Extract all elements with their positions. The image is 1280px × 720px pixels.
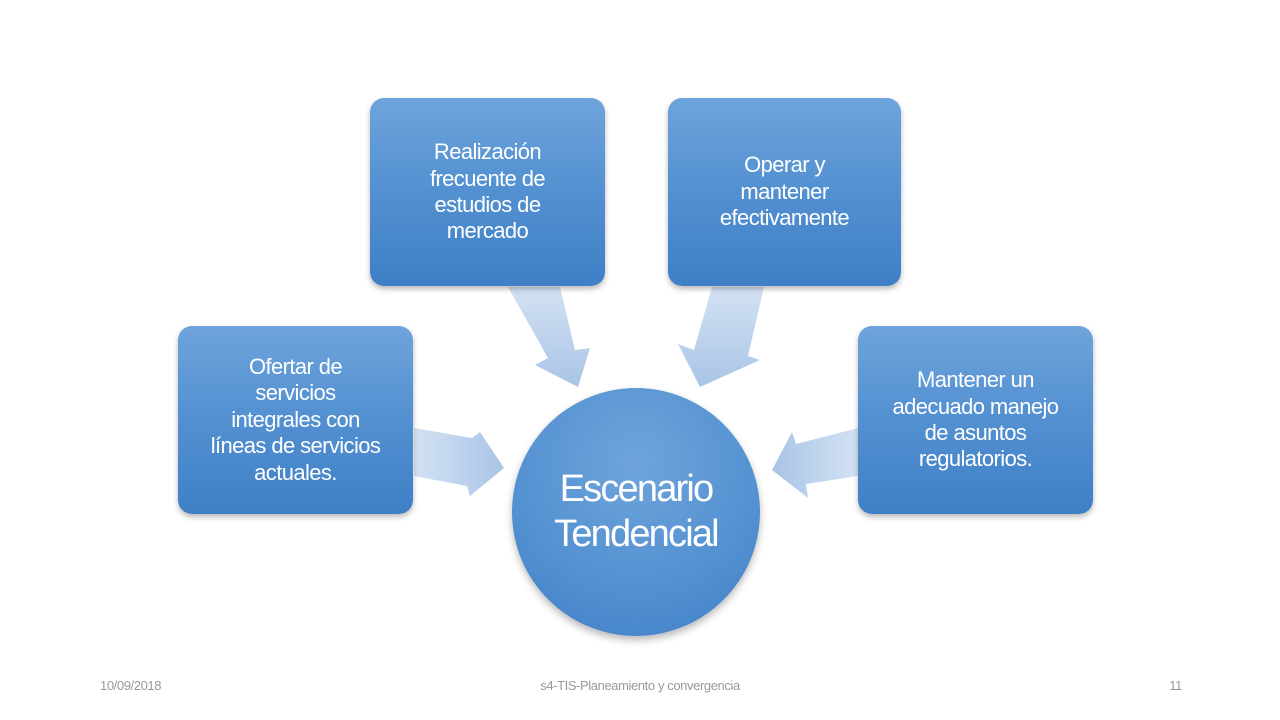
node-operar-label: Operar y mantener efectivamente (719, 152, 850, 231)
center-node-label: Escenario Tendencial (554, 468, 719, 555)
node-ofertar: Ofertar de servicios integrales con líne… (178, 326, 413, 514)
arrow-from-realizacion (508, 287, 590, 387)
footer-title: s4-TIS-Planeamiento y convergencia (540, 678, 740, 693)
node-ofertar-label: Ofertar de servicios integrales con líne… (210, 354, 381, 485)
node-operar: Operar y mantener efectivamente (668, 98, 901, 286)
node-realizacion: Realización frecuente de estudios de mer… (370, 98, 605, 286)
node-mantener-label: Mantener un adecuado manejo de asuntos r… (892, 367, 1060, 472)
footer-page-number: 11 (1169, 678, 1182, 693)
arrow-from-operar (678, 287, 764, 387)
arrow-from-ofertar (414, 428, 504, 496)
footer-date: 10/09/2018 (100, 678, 162, 693)
node-mantener: Mantener un adecuado manejo de asuntos r… (858, 326, 1093, 514)
node-realizacion-label: Realización frecuente de estudios de mer… (429, 139, 546, 244)
center-node: Escenario Tendencial (512, 388, 760, 636)
arrow-from-mantener (772, 428, 858, 498)
